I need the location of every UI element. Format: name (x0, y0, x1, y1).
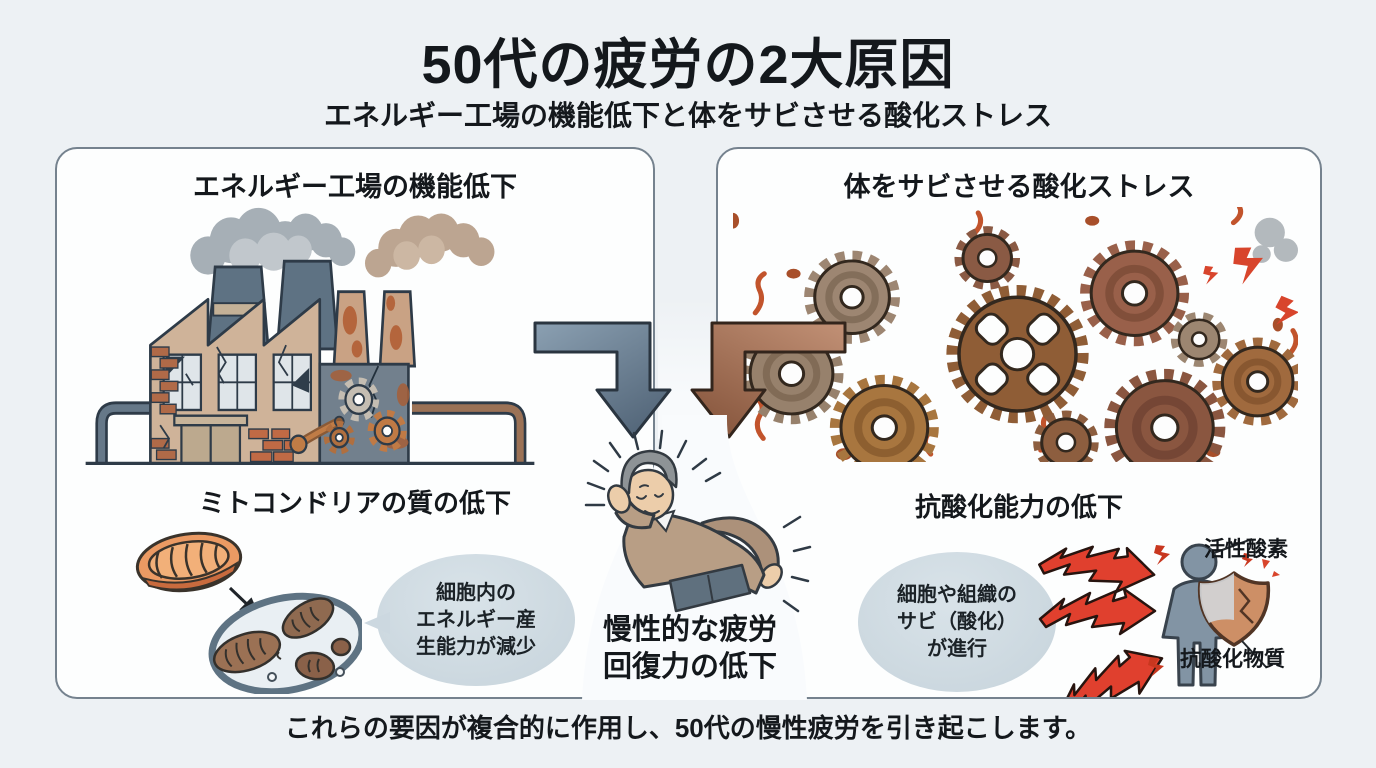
left-panel-title: エネルギー工場の機能低下 (193, 172, 517, 202)
wall-cracks (159, 344, 289, 449)
right-speech-bubble: 細胞や組織の サビ（酸化） が進行 (858, 552, 1056, 692)
chimney-rusty (332, 290, 417, 368)
label-pointer-line (1213, 538, 1267, 668)
left-panel: エネルギー工場の機能低下 (55, 147, 655, 699)
degraded-mitochondrion-icon (212, 630, 282, 674)
cell-granules (267, 667, 345, 682)
rusty-gear-icon (1104, 368, 1226, 462)
rusty-gear-icon (739, 323, 844, 425)
page-title: 50代の疲労の2大原因 (421, 35, 955, 95)
rusty-gear-icon (804, 250, 900, 344)
rusty-gear-icon (1212, 337, 1298, 426)
rusty-gears-illustration (733, 207, 1298, 462)
fragmented-mitochondrion-icon (294, 637, 352, 681)
bubble-line: エネルギー産 (416, 608, 536, 631)
person-collar (652, 509, 676, 533)
shield-spark (1262, 559, 1280, 577)
footer-caption: これらの要因が複合的に作用し、50代の慢性疲労を引き起こします。 (284, 713, 1092, 743)
left-speech-bubble: 細胞内の エネルギー産 生能力が減少 (377, 554, 575, 686)
factory-door (173, 414, 249, 465)
bubble-line: が進行 (927, 637, 987, 660)
bubble-line: 生能力が減少 (416, 635, 536, 658)
active-oxygen-label: 活性酸素 (1204, 538, 1288, 561)
smoke-brown-icon (364, 213, 495, 278)
right-panel-sublabel: 抗酸化能力の低下 (914, 492, 1123, 522)
smoke-gray-icon (190, 207, 356, 275)
page-subtitle: エネルギー工場の機能低下と体をサビさせる酸化ストレス (323, 100, 1052, 131)
oxidative-attack-illustration (1038, 538, 1280, 697)
bubble-line: サビ（酸化） (897, 610, 1017, 633)
left-panel-sublabel: ミトコンドリアの質の低下 (198, 488, 511, 518)
factory-illustration (85, 207, 535, 466)
antioxidant-label: 抗酸化物質 (1180, 648, 1285, 671)
rusty-gear-icon (829, 374, 939, 462)
right-panel: 体をサビさせる酸化ストレス (716, 147, 1322, 699)
bubble-line: 細胞内の (436, 581, 516, 604)
factory-pipe-left (95, 401, 155, 464)
cell-squiggle (276, 651, 282, 660)
factory-windows (162, 353, 312, 412)
rusty-gear-icon (1170, 311, 1228, 367)
smoke-puff-icon (1252, 217, 1298, 263)
rusty-gear-large-icon (946, 284, 1089, 424)
rusty-gear-icon (1033, 410, 1099, 462)
annex-gear-icon (338, 377, 380, 422)
right-panel-title: 体をサビさせる酸化ストレス (843, 172, 1195, 202)
rusty-gear-icon (954, 226, 1021, 290)
annex-gear-icon (323, 420, 355, 455)
cracked-shield-icon (1197, 559, 1280, 647)
spotlight-band (658, 299, 714, 439)
robotic-arm-icon (289, 415, 345, 455)
healthy-mitochondrion-icon (135, 531, 243, 593)
exposed-bricks (150, 346, 303, 463)
annex-gear-icon (367, 409, 407, 452)
factory-pipe-right (411, 401, 527, 464)
degraded-mitochondrion-icon (281, 597, 335, 639)
bubble-line: 細胞や組織の (897, 583, 1017, 606)
lightning-bolt-icon (1203, 247, 1298, 325)
small-bolt-icon (1148, 545, 1253, 677)
mitochondria-illustration (135, 531, 362, 694)
attack-arrow-icon (1038, 545, 1164, 697)
rusty-gear-icon (1080, 240, 1190, 347)
